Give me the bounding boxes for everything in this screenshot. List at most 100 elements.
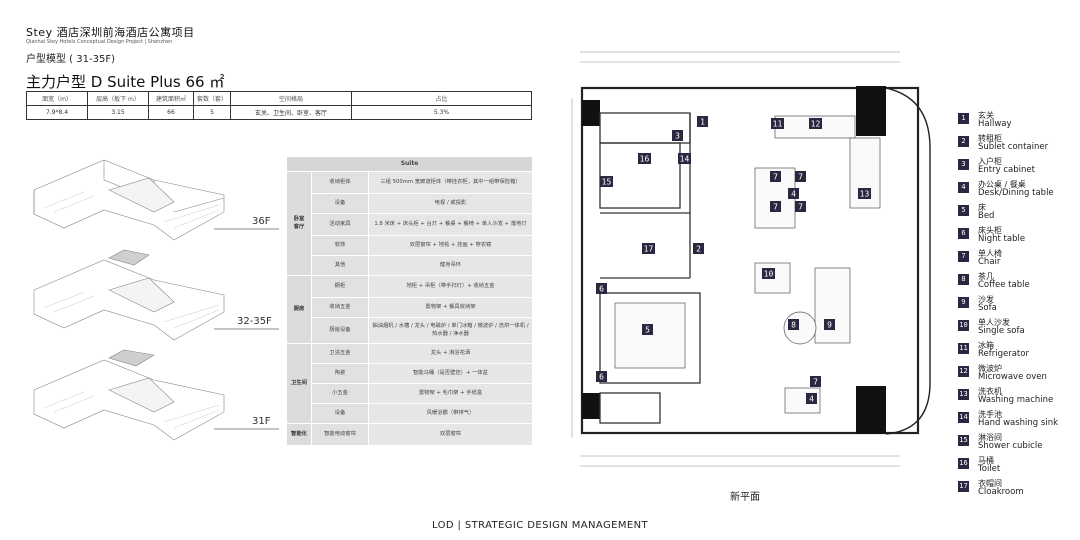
legend-zh: 入户柜: [978, 157, 1002, 166]
floor-plan: 1 2 3 4 4 5 6 6 7 7 7 7 7 8 9 10 11 12 1…: [560, 38, 940, 488]
svg-text:3: 3: [675, 132, 680, 141]
svg-text:16: 16: [640, 155, 650, 164]
spec-item: 设备: [311, 193, 369, 214]
legend-number: 4: [958, 182, 969, 193]
summary-cell: 7.9*8.4: [26, 105, 88, 120]
legend-zh: 单人沙发: [978, 318, 1010, 327]
legend-en: Microwave oven: [978, 372, 1047, 382]
unit-title: 主力户型 D Suite Plus 66 ㎡: [26, 73, 225, 91]
svg-text:10: 10: [764, 270, 774, 279]
legend-zh: 沙发: [978, 295, 994, 304]
floor-label: 32-35F: [237, 316, 272, 327]
legend-number: 5: [958, 205, 969, 216]
spec-desc: 置物架 + 餐具收纳架: [368, 297, 533, 318]
svg-text:7: 7: [773, 203, 778, 212]
spec-desc: 双层窗帘: [368, 423, 533, 446]
summary-cell: 5.3%: [351, 105, 532, 120]
legend-number: 2: [958, 136, 969, 147]
svg-text:11: 11: [773, 120, 783, 129]
legend-number: 13: [958, 389, 969, 400]
floor-plan-drawing: 1 2 3 4 4 5 6 6 7 7 7 7 7 8 9 10 11 12 1…: [571, 51, 931, 467]
legend-zh: 洗衣机: [978, 387, 1002, 396]
legend-zh: 微波炉: [978, 364, 1002, 373]
spec-group: 厨房: [286, 275, 312, 344]
floor-model-drawing: [33, 159, 279, 441]
svg-text:2: 2: [696, 245, 701, 254]
summary-cell: 3.15: [87, 105, 149, 120]
legend-zh: 衣帽间: [978, 479, 1002, 488]
legend-en: Sofa: [978, 303, 997, 313]
legend-en: Sublet container: [978, 142, 1049, 152]
legend-zh: 转租柜: [978, 134, 1002, 143]
svg-text:4: 4: [791, 190, 796, 199]
legend-number: 17: [958, 481, 969, 492]
spec-desc: 双层窗帘 + 地毯 + 挂画 + 穿衣镜: [368, 235, 533, 256]
legend-number: 8: [958, 274, 969, 285]
spec-item: 活动家具: [311, 213, 369, 236]
legend-en: Entry cabinet: [978, 165, 1035, 175]
svg-text:7: 7: [798, 173, 803, 182]
spec-desc: 智能马桶（是否壁挂）+ 一体盆: [368, 363, 533, 384]
spec-desc: 1.8 米床 + 床头柜 + 台灯 + 餐桌 + 餐椅 + 单人沙发 + 落地灯: [368, 213, 533, 236]
spec-group: 智能化: [286, 423, 312, 446]
legend-en: Hallway: [978, 119, 1012, 129]
legend-number: 12: [958, 366, 969, 377]
model-label: 户型模型 ( 31-35F): [26, 54, 115, 65]
legend-en: Coffee table: [978, 280, 1030, 290]
legend-zh: 办公桌 / 餐桌: [978, 180, 1026, 189]
legend-en: Refrigerator: [978, 349, 1029, 359]
spec-desc: 抽油烟机 / 水槽 / 龙头 / 电磁炉 / 单门冰箱 / 微波炉 / 洗烘一体…: [368, 317, 533, 344]
spec-desc: 风暖浴霸（带排气）: [368, 403, 533, 424]
plan-caption: 新平面: [730, 492, 760, 503]
svg-text:15: 15: [602, 178, 612, 187]
legend-zh: 马桶: [978, 456, 994, 465]
legend-number: 3: [958, 159, 969, 170]
spec-desc: 置物架 + 毛巾架 + 手纸盒: [368, 383, 533, 404]
spec-item: 小五金: [311, 383, 369, 404]
legend-zh: 床: [978, 203, 986, 212]
summary-header-cell: 面宽（m）: [26, 91, 88, 106]
legend-en: Toilet: [978, 464, 1001, 474]
summary-header-cell: 层高（板下 m）: [87, 91, 149, 106]
spec-item: 厨房设备: [311, 317, 369, 344]
summary-header-row: 面宽（m） 层高（板下 m） 建筑面积㎡ 套数（套） 空间格局 占比: [26, 91, 532, 106]
project-title: Stey 酒店深圳前海酒店公寓项目: [26, 26, 195, 39]
spec-desc: 龙头 + 淋浴花洒: [368, 343, 533, 364]
legend-zh: 床头柜: [978, 226, 1002, 235]
legend-zh: 单人椅: [978, 249, 1002, 258]
legend-en: Hand washing sink: [978, 418, 1059, 428]
summary-cell: 玄关、卫生间、卧室、客厅: [230, 105, 352, 120]
svg-text:5: 5: [645, 326, 650, 335]
spec-item: 陶瓷: [311, 363, 369, 384]
spec-item: 收纳五金: [311, 297, 369, 318]
legend-number: 15: [958, 435, 969, 446]
svg-text:12: 12: [811, 120, 821, 129]
spec-desc: 电视 / 或投影: [368, 193, 533, 214]
svg-text:13: 13: [860, 190, 870, 199]
legend-number: 1: [958, 113, 969, 124]
summary-cell: 66: [148, 105, 194, 120]
spec-desc: 地柜 + 吊柜（带手扫灯）+ 收纳五金: [368, 275, 533, 298]
svg-text:4: 4: [809, 395, 814, 404]
legend-zh: 玄关: [978, 111, 994, 120]
summary-header-cell: 套数（套）: [193, 91, 231, 106]
spec-item: 设备: [311, 403, 369, 424]
spec-item: 橱柜: [311, 275, 369, 298]
spec-item: 智能电动窗帘: [311, 423, 369, 446]
legend-number: 9: [958, 297, 969, 308]
svg-text:7: 7: [773, 173, 778, 182]
summary-header-cell: 占比: [351, 91, 532, 106]
